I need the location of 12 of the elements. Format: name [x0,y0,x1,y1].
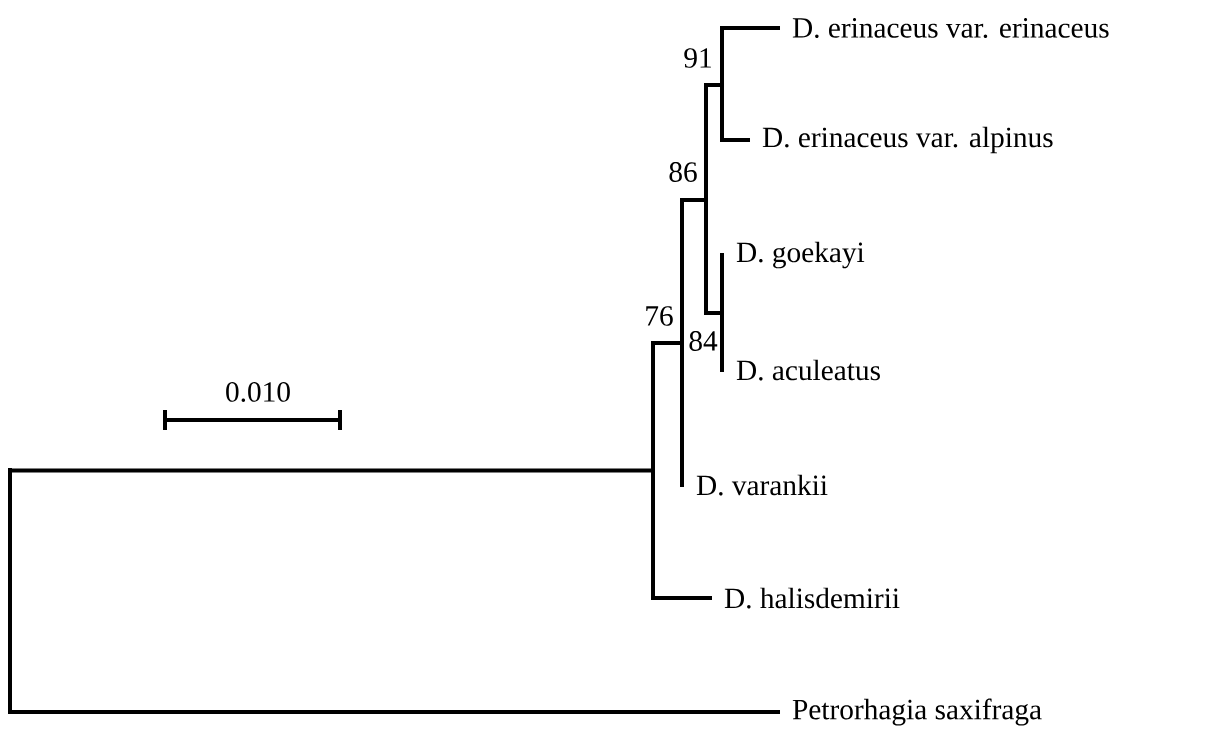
taxon-label: D. aculeatus [736,359,880,381]
taxon-label: D. halisdemirii [724,587,900,609]
taxon-label: D. goekayi [736,241,865,269]
bootstrap-value: 76 [646,306,673,326]
bootstrap-value: 86 [669,162,697,182]
bootstrap-value: 84 [689,331,718,351]
taxon-label: D. erinaceus var. erinaceus [792,18,1109,38]
bootstrap-value: 91 [684,48,711,68]
scale-value: 0.010 [226,382,290,402]
taxon-label: D. varankii [696,474,828,496]
taxon-label: D. erinaceus var. alpinus [762,126,1053,154]
taxon-label: Petrorhagia saxifraga [792,698,1042,726]
